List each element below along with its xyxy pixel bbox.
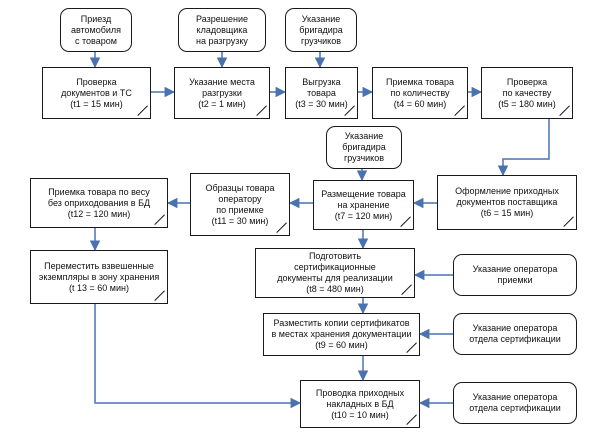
task-label: Образцы товара оператору по приемке (t11… [205,182,275,226]
event-vehicle-arrival: Приезд автомобиля с товаром [60,8,132,52]
corner-mark [564,217,574,227]
event-operator-certification-2: Указание оператора отдела сертификации [453,382,577,424]
event-label: Разрешение кладовщика на разгрузку [196,13,248,46]
task-place-certificate-copies: Разместить копии сертификатов в местах х… [263,313,420,356]
task-check-documents: Проверка документов и ТС (t1 = 15 мин) [42,67,151,119]
task-label: Размещение товара на хранение (t7 = 120 … [321,188,406,221]
task-prepare-certificates: Подготовить сертификационные документы д… [255,248,415,298]
corner-mark [455,106,465,116]
corner-mark [560,106,570,116]
task-label: Проводка приходных накладных в БД (t10 =… [315,387,405,420]
task-accept-weight: Приемка товара по весу без оприходования… [30,178,168,228]
event-label: Указание оператора отдела сертификации [469,392,561,413]
corner-mark [257,106,267,116]
task-move-weighed: Переместить взвешенные экземпляры в зону… [30,250,168,304]
corner-mark [138,106,148,116]
task-label: Оформление приходных документов поставщи… [455,186,559,218]
arrow-quality-to-supplier-docs [497,119,550,177]
event-label: Указание бригадира грузчиков [299,13,343,46]
task-storage-placement: Размещение товара на хранение (t7 = 120 … [313,180,414,230]
event-operator-certification-1: Указание оператора отдела сертификации [453,313,577,355]
task-label: Переместить взвешенные экземпляры в зону… [38,260,160,293]
task-label: Выгрузка товара (t3 = 30 мин) [295,76,348,109]
event-operator-reception: Указание оператора приемки [453,254,577,296]
task-supplier-documents: Оформление приходных документов поставщи… [437,175,577,230]
task-samples-to-operator: Образцы товара оператору по приемке (t11… [190,173,290,236]
task-label: Указание места разгрузки (t2 = 1 мин) [189,76,255,109]
task-label: Подготовить сертификационные документы д… [277,251,393,294]
event-label: Указание оператора отдела сертификации [469,323,561,344]
event-label: Указание оператора приемки [472,264,558,285]
task-post-invoices: Проводка приходных накладных в БД (t10 =… [300,380,420,428]
corner-mark [155,215,165,225]
event-storekeeper-permission: Разрешение кладовщика на разгрузку [178,8,266,52]
event-brigadier-instruction: Указание бригадира грузчиков [285,8,357,52]
corner-mark [407,415,417,425]
arrow-move-to-post [94,304,302,409]
event-label: Указание бригадира грузчиков [342,131,386,163]
task-unloading: Выгрузка товара (t3 = 30 мин) [285,67,358,119]
event-brigadier-instruction-2: Указание бригадира грузчиков [326,126,402,169]
task-label: Разместить копии сертификатов в местах х… [271,318,412,350]
task-label: Приемка товара по весу без оприходования… [47,186,151,219]
event-label: Приезд автомобиля с товаром [70,13,122,46]
task-check-quality: Проверка по качеству (t5 = 180 мин) [481,67,573,119]
task-label: Проверка по качеству (t5 = 180 мин) [498,76,556,109]
task-label: Приемка товара по количеству (t4 = 60 ми… [385,76,455,109]
task-label: Проверка документов и ТС (t1 = 15 мин) [61,76,132,109]
corner-mark [402,285,412,295]
task-accept-quantity: Приемка товара по количеству (t4 = 60 ми… [372,67,468,119]
task-unloading-place: Указание места разгрузки (t2 = 1 мин) [174,67,270,119]
corner-mark [277,223,287,233]
